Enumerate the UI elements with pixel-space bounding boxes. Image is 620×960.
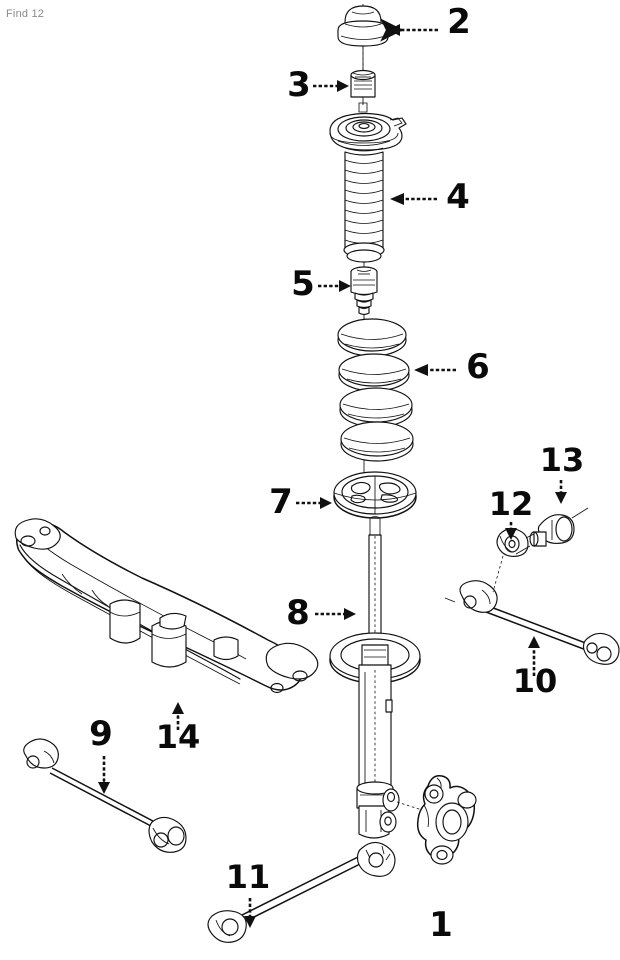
part-lateral-link-front [23,738,187,853]
callout-number-8: 8 [286,593,310,633]
part-strut-dust-boot [343,151,385,270]
callout-leader-6 [414,364,456,376]
callout-number-10: 10 [513,662,558,700]
part-coil-spring [337,318,414,478]
callout-number-11: 11 [226,858,271,896]
callout-number-5: 5 [291,264,315,304]
callout-leader-2 [380,18,438,42]
part-rear-knuckle [416,774,477,865]
callout-leader-5 [318,280,351,292]
callout-number-14: 14 [156,718,201,756]
callout-number-12: 12 [489,485,534,523]
callout-leader-13 [555,480,567,504]
part-lower-spring-seat [333,471,417,519]
part-jounce-bumper [350,266,378,320]
part-suspension-crossmember [14,518,319,694]
callout-number-3: 3 [287,65,311,105]
callout-leader-14 [172,702,184,730]
callout-leader-3 [313,80,349,92]
part-link-bolt [515,507,589,555]
part-lateral-link-rear [444,555,620,665]
part-trailing-arm [207,841,396,943]
find-label: Find 12 [6,8,45,20]
callout-leader-9 [98,756,110,794]
part-strut-top-cap [337,4,389,47]
part-strut-mount-plate [329,102,407,152]
callout-leader-8 [315,608,356,620]
callout-leader-7 [296,497,332,509]
part-link-bushing [496,528,539,557]
callout-leader-10 [528,636,540,676]
callout-leader-11 [244,898,256,928]
callout-number-7: 7 [269,482,293,522]
part-strut-assembly [329,516,423,839]
callout-number-6: 6 [466,347,490,387]
callout-leader-12 [505,522,517,540]
part-strut-rod-nut [350,69,376,105]
callout-number-9: 9 [89,714,113,754]
callout-number-2: 2 [447,2,471,42]
callout-number-1: 1 [429,905,453,945]
callout-number-4: 4 [446,177,470,217]
callout-leader-4 [390,193,437,205]
callout-number-13: 13 [540,441,585,479]
